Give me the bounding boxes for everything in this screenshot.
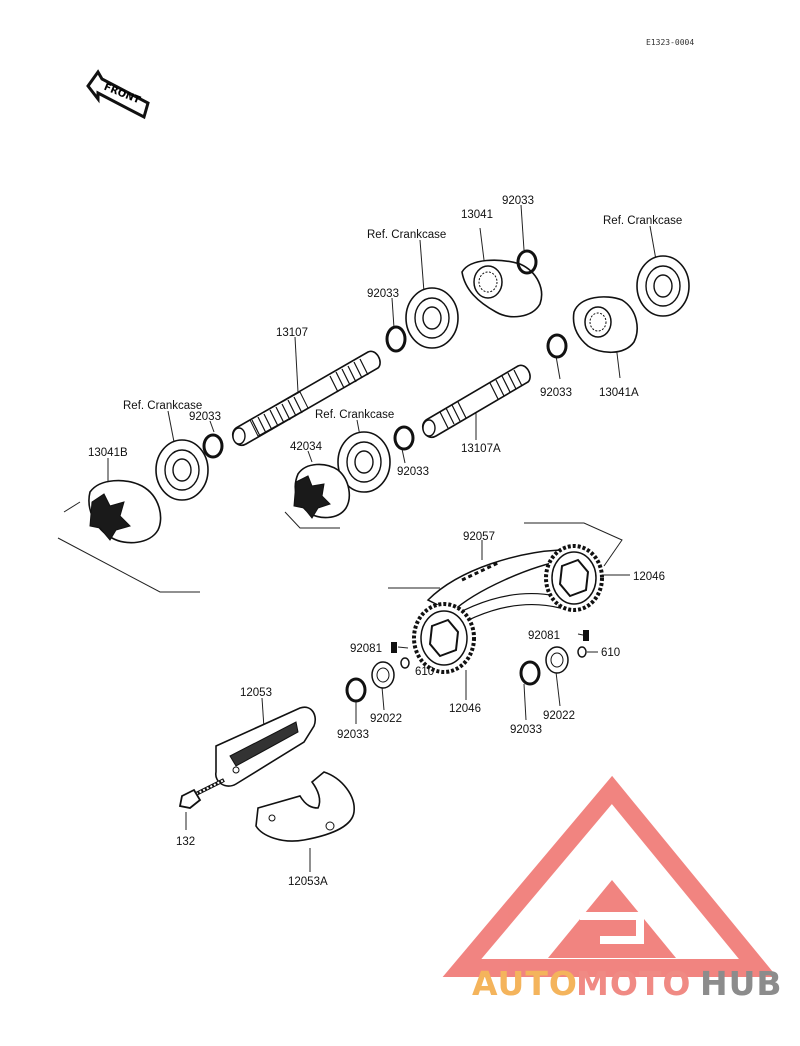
label-12053: 12053 (240, 687, 272, 699)
label-42034: 42034 (290, 441, 323, 453)
watermark-text: AUTO MOTO HUB (472, 964, 783, 1003)
label-92081-left: 92081 (350, 643, 382, 655)
front-arrow-icon: FRONT (86, 69, 150, 120)
part-bearing-crankcase-4 (337, 431, 391, 493)
part-12046-sprocket-right (544, 544, 604, 612)
part-13107A-shaft (421, 364, 531, 439)
part-42034-drive-member (293, 463, 351, 519)
part-610-ball-right (577, 646, 587, 658)
part-bearing-crankcase-2 (636, 255, 690, 317)
label-92022-right: 92022 (543, 710, 575, 722)
part-92033-ring-top (516, 249, 538, 275)
part-610-ball-left (400, 657, 410, 669)
label-92033-e: 92033 (337, 729, 369, 741)
part-12053-chain-guide (215, 706, 316, 787)
label-13041B: 13041B (88, 447, 128, 459)
part-92033-ring-f (519, 660, 541, 686)
part-92081-pin-right (583, 630, 589, 641)
label-92081-right: 92081 (528, 630, 560, 642)
label-13107A: 13107A (461, 443, 501, 455)
label-92033-b: 92033 (189, 411, 221, 423)
label-13041A: 13041A (599, 387, 639, 399)
part-12053A-chain-guide (255, 771, 355, 842)
label-ref-crankcase-4: Ref. Crankcase (315, 409, 394, 421)
label-13041-top: 13041 (461, 209, 493, 221)
part-12046-sprocket-center (412, 602, 476, 674)
watermark-hub: HUB (700, 964, 783, 1003)
label-132: 132 (176, 836, 195, 848)
diagram-code: E1323-0004 (646, 38, 694, 47)
label-92033-c: 92033 (397, 466, 429, 478)
part-bearing-crankcase-3 (155, 439, 209, 501)
part-13107-shaft (231, 350, 381, 447)
label-ref-crankcase-2: Ref. Crankcase (603, 215, 682, 227)
label-ref-crankcase-1: Ref. Crankcase (367, 229, 446, 241)
label-12046-right: 12046 (633, 571, 665, 583)
part-bearing-crankcase-1 (405, 287, 459, 349)
label-92057: 92057 (463, 531, 495, 543)
label-92022-left: 92022 (370, 713, 402, 725)
label-92033-a: 92033 (367, 288, 399, 300)
part-92033-ring-d (546, 333, 568, 359)
part-92022-washer-left (371, 661, 395, 689)
watermark-auto: AUTO (472, 964, 578, 1003)
part-13041-drive-member-top (461, 259, 543, 318)
watermark-moto: MOTO (576, 964, 691, 1003)
label-13107: 13107 (276, 327, 308, 339)
part-92033-ring-b (202, 433, 224, 459)
part-92033-ring-e (345, 677, 367, 703)
part-13041A-drive-member (572, 296, 638, 354)
label-ref-crankcase-3: Ref. Crankcase (123, 400, 202, 412)
part-labels: 13041 92033 Ref. Crankcase Ref. Crankcas… (88, 195, 682, 888)
label-12053A: 12053A (288, 876, 328, 888)
label-92033-d: 92033 (540, 387, 572, 399)
part-132-bolt (178, 778, 225, 809)
part-13041B-drive-member (88, 479, 162, 544)
part-92033-ring-a (385, 325, 407, 353)
label-92033-f: 92033 (510, 724, 542, 736)
leader-lines (57, 204, 657, 872)
part-92033-ring-c (393, 425, 415, 451)
automotohub-logo-icon (442, 775, 778, 977)
label-610-right: 610 (601, 647, 620, 659)
label-610-left: 610 (415, 666, 434, 678)
label-12046-center: 12046 (449, 703, 481, 715)
label-92033-top: 92033 (502, 195, 534, 207)
part-92081-pin-left (391, 642, 397, 653)
part-92022-washer-right (545, 646, 569, 674)
